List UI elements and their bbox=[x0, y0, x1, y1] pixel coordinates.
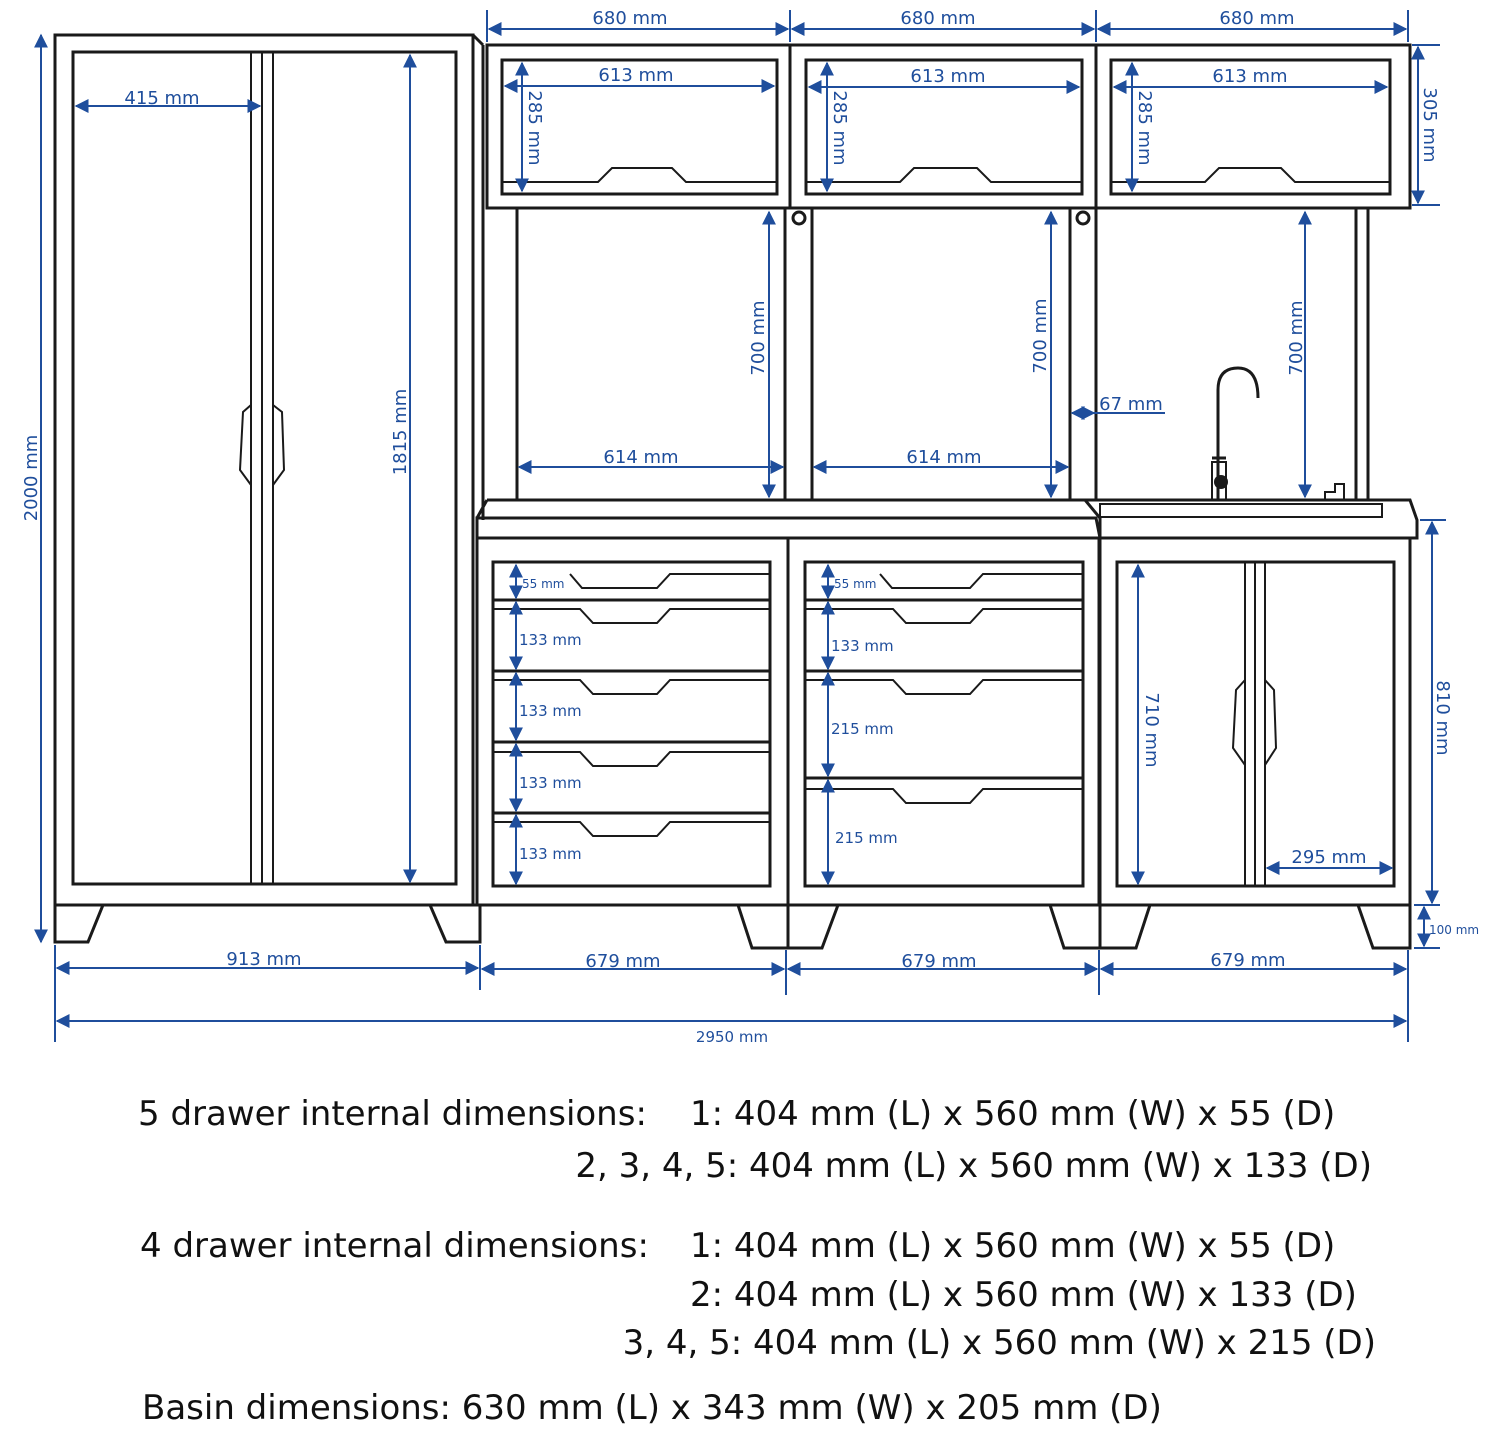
dim-base-width-2: 679 mm bbox=[901, 951, 976, 972]
dim-base-height: 810 mm bbox=[1432, 680, 1453, 755]
dim-sink-door-height: 710 mm bbox=[1141, 692, 1162, 767]
dim-inner-width-3: 613 mm bbox=[1212, 66, 1287, 87]
dimension-labels: 680 mm 680 mm 680 mm 613 mm 613 mm 613 m… bbox=[21, 8, 1479, 1046]
dim-tall-door-height: 1815 mm bbox=[390, 389, 411, 476]
dim-backsplash-height-2: 700 mm bbox=[1030, 298, 1051, 373]
dim-inner-width-1: 613 mm bbox=[598, 65, 673, 86]
dim-tall-width: 913 mm bbox=[226, 949, 301, 970]
four-drawer-row-1: 1: 404 mm (L) x 560 mm (W) x 55 (D) bbox=[690, 1226, 1336, 1266]
dim-five-drawer-2: 133 mm bbox=[519, 631, 582, 649]
four-drawer-row-2: 2: 404 mm (L) x 560 mm (W) x 133 (D) bbox=[690, 1275, 1357, 1315]
sink-cabinet bbox=[1098, 536, 1412, 950]
dim-backsplash-width-1: 614 mm bbox=[603, 447, 678, 468]
dim-overall-height: 2000 mm bbox=[21, 435, 42, 522]
dim-overall-width: 2950 mm bbox=[696, 1028, 768, 1046]
dim-inner-height-2: 285 mm bbox=[829, 90, 850, 165]
backsplash-frame bbox=[515, 208, 1370, 500]
five-drawer-label: 5 drawer internal dimensions: bbox=[138, 1094, 647, 1134]
four-drawer-row-3: 3, 4, 5: 404 mm (L) x 560 mm (W) x 215 (… bbox=[622, 1323, 1376, 1363]
base-drawer-cabinets bbox=[475, 536, 1102, 950]
dim-five-drawer-1: 55 mm bbox=[522, 577, 564, 591]
dim-wall-cabinet-width-3: 680 mm bbox=[1219, 8, 1294, 29]
dim-tall-door-width: 415 mm bbox=[124, 88, 199, 109]
tall-cabinet bbox=[53, 33, 485, 944]
dim-wall-cabinet-width-1: 680 mm bbox=[592, 8, 667, 29]
dim-leg-height: 100 mm bbox=[1429, 923, 1479, 937]
five-drawer-row-1: 1: 404 mm (L) x 560 mm (W) x 55 (D) bbox=[690, 1094, 1336, 1134]
dim-four-drawer-3: 215 mm bbox=[831, 720, 894, 738]
dim-four-drawer-2: 133 mm bbox=[831, 637, 894, 655]
basin-dimensions: Basin dimensions: 630 mm (L) x 343 mm (W… bbox=[142, 1388, 1162, 1428]
dim-wall-cabinet-width-2: 680 mm bbox=[900, 8, 975, 29]
dim-five-drawer-4: 133 mm bbox=[519, 774, 582, 792]
dim-sink-door-width: 295 mm bbox=[1291, 847, 1366, 868]
dim-backsplash-width-2: 614 mm bbox=[906, 447, 981, 468]
dim-five-drawer-3: 133 mm bbox=[519, 702, 582, 720]
dim-base-width-1: 679 mm bbox=[585, 951, 660, 972]
dim-inner-height-1: 285 mm bbox=[524, 90, 545, 165]
dim-post-gap: 67 mm bbox=[1099, 394, 1163, 415]
wall-cabinets bbox=[485, 43, 1412, 210]
dim-four-drawer-1: 55 mm bbox=[834, 577, 876, 591]
dim-five-drawer-5: 133 mm bbox=[519, 845, 582, 863]
countertop bbox=[475, 498, 1419, 540]
dim-backsplash-height-1: 700 mm bbox=[748, 300, 769, 375]
dim-inner-width-2: 613 mm bbox=[910, 66, 985, 87]
dim-base-width-3: 679 mm bbox=[1210, 950, 1285, 971]
cabinet-dimension-drawing: 680 mm 680 mm 680 mm 613 mm 613 mm 613 m… bbox=[21, 8, 1479, 1046]
dim-inner-height-3: 285 mm bbox=[1134, 90, 1155, 165]
dimension-lines bbox=[34, 10, 1446, 1042]
dim-backsplash-height-3: 700 mm bbox=[1286, 300, 1307, 375]
five-drawer-row-2: 2, 3, 4, 5: 404 mm (L) x 560 mm (W) x 13… bbox=[575, 1146, 1372, 1186]
dim-wall-cabinet-height: 305 mm bbox=[1419, 87, 1440, 162]
four-drawer-label: 4 drawer internal dimensions: bbox=[140, 1226, 649, 1266]
sink-faucet bbox=[1211, 366, 1345, 501]
dim-four-drawer-4: 215 mm bbox=[835, 829, 898, 847]
